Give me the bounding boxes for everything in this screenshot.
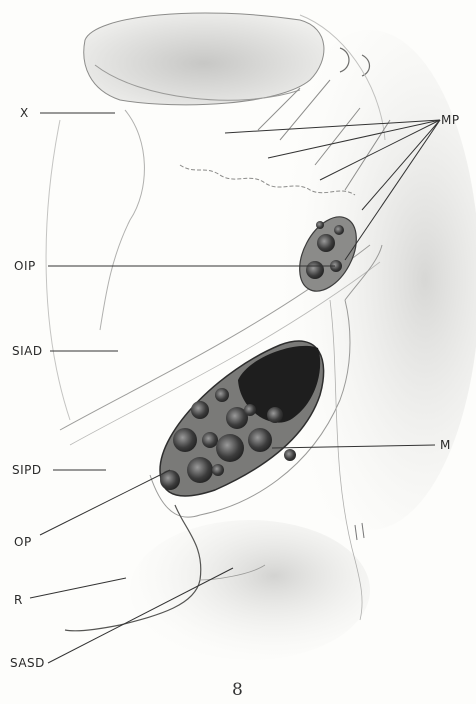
label-x: X	[20, 107, 29, 119]
label-siad: SIAD	[12, 345, 43, 357]
label-op: OP	[14, 536, 32, 548]
upper-bulge	[84, 13, 324, 105]
lower-shading	[130, 520, 370, 660]
op-oval	[160, 341, 324, 496]
plate-number: 8	[232, 680, 243, 700]
label-mp: MP	[441, 114, 460, 126]
label-sasd: SASD	[10, 657, 45, 669]
label-r: R	[14, 594, 23, 606]
label-m: M	[440, 439, 451, 451]
label-oip: OIP	[14, 260, 36, 272]
label-sipd: SIPD	[12, 464, 42, 476]
